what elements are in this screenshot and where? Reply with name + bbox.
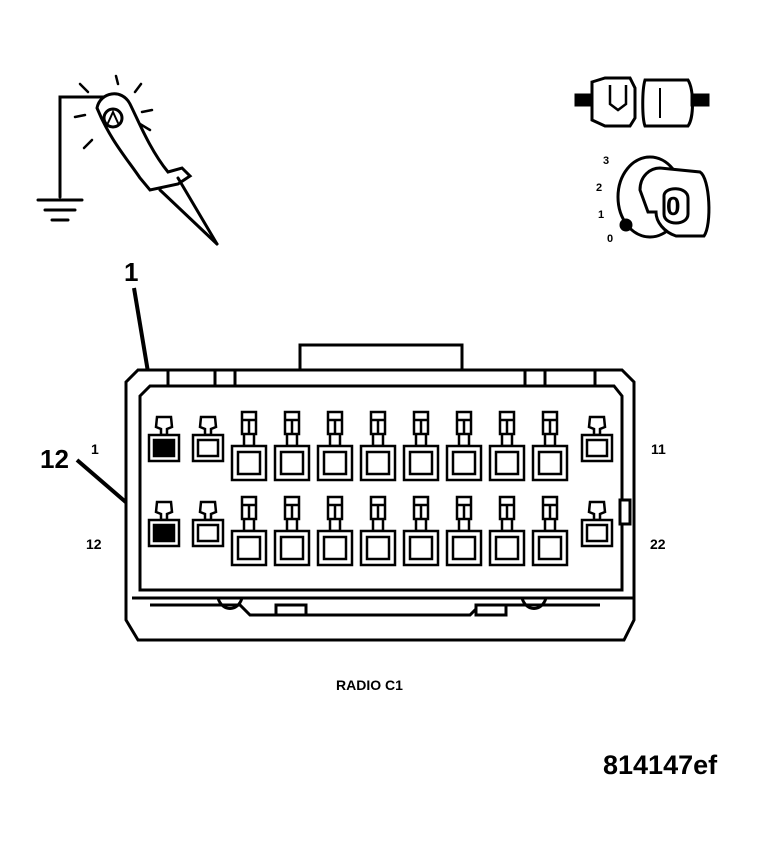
figure-id: 814147ef <box>603 750 718 780</box>
test-probe-icon <box>36 74 219 246</box>
connector-pins <box>147 410 614 567</box>
pin-cavity-21 <box>531 495 569 567</box>
callout-pin-1: 1 <box>124 257 139 287</box>
pin-label-top-left: 1 <box>91 441 99 457</box>
pin-cavity-12 <box>147 500 181 548</box>
pin-cavity-14 <box>230 495 268 567</box>
ignition-switch-icon <box>616 155 711 239</box>
pin-cavity-17 <box>359 495 397 567</box>
pin-cavity-13 <box>191 500 225 548</box>
connector-caption: RADIO C1 <box>336 677 403 693</box>
ignition-position-3: 3 <box>603 155 610 167</box>
connector-disconnect-icon <box>574 76 710 128</box>
pin-label-bottom-right: 22 <box>650 536 666 552</box>
ignition-key-label: 0 <box>666 191 681 221</box>
pin-cavity-4 <box>273 410 311 482</box>
pin-cavity-10 <box>531 410 569 482</box>
pin-cavity-7 <box>402 410 440 482</box>
pin-cavity-11 <box>580 415 614 463</box>
pin-cavity-5 <box>316 410 354 482</box>
pin-cavity-9 <box>488 410 526 482</box>
callout-pin-12: 12 <box>40 444 69 474</box>
connector-housing <box>124 343 636 642</box>
pin-cavity-18 <box>402 495 440 567</box>
pin-label-bottom-left: 12 <box>86 536 102 552</box>
pin-cavity-15 <box>273 495 311 567</box>
pin-cavity-1 <box>147 415 181 463</box>
pin-cavity-3 <box>230 410 268 482</box>
pin-cavity-8 <box>445 410 483 482</box>
ignition-position-2: 2 <box>596 182 603 194</box>
ignition-position-1: 1 <box>598 209 605 221</box>
pin-cavity-22 <box>580 500 614 548</box>
pin-cavity-16 <box>316 495 354 567</box>
pin-cavity-2 <box>191 415 225 463</box>
pin-cavity-20 <box>488 495 526 567</box>
pin-cavity-19 <box>445 495 483 567</box>
ignition-position-0: 0 <box>607 233 614 245</box>
pin-label-top-right: 11 <box>651 441 666 457</box>
pin-cavity-6 <box>359 410 397 482</box>
